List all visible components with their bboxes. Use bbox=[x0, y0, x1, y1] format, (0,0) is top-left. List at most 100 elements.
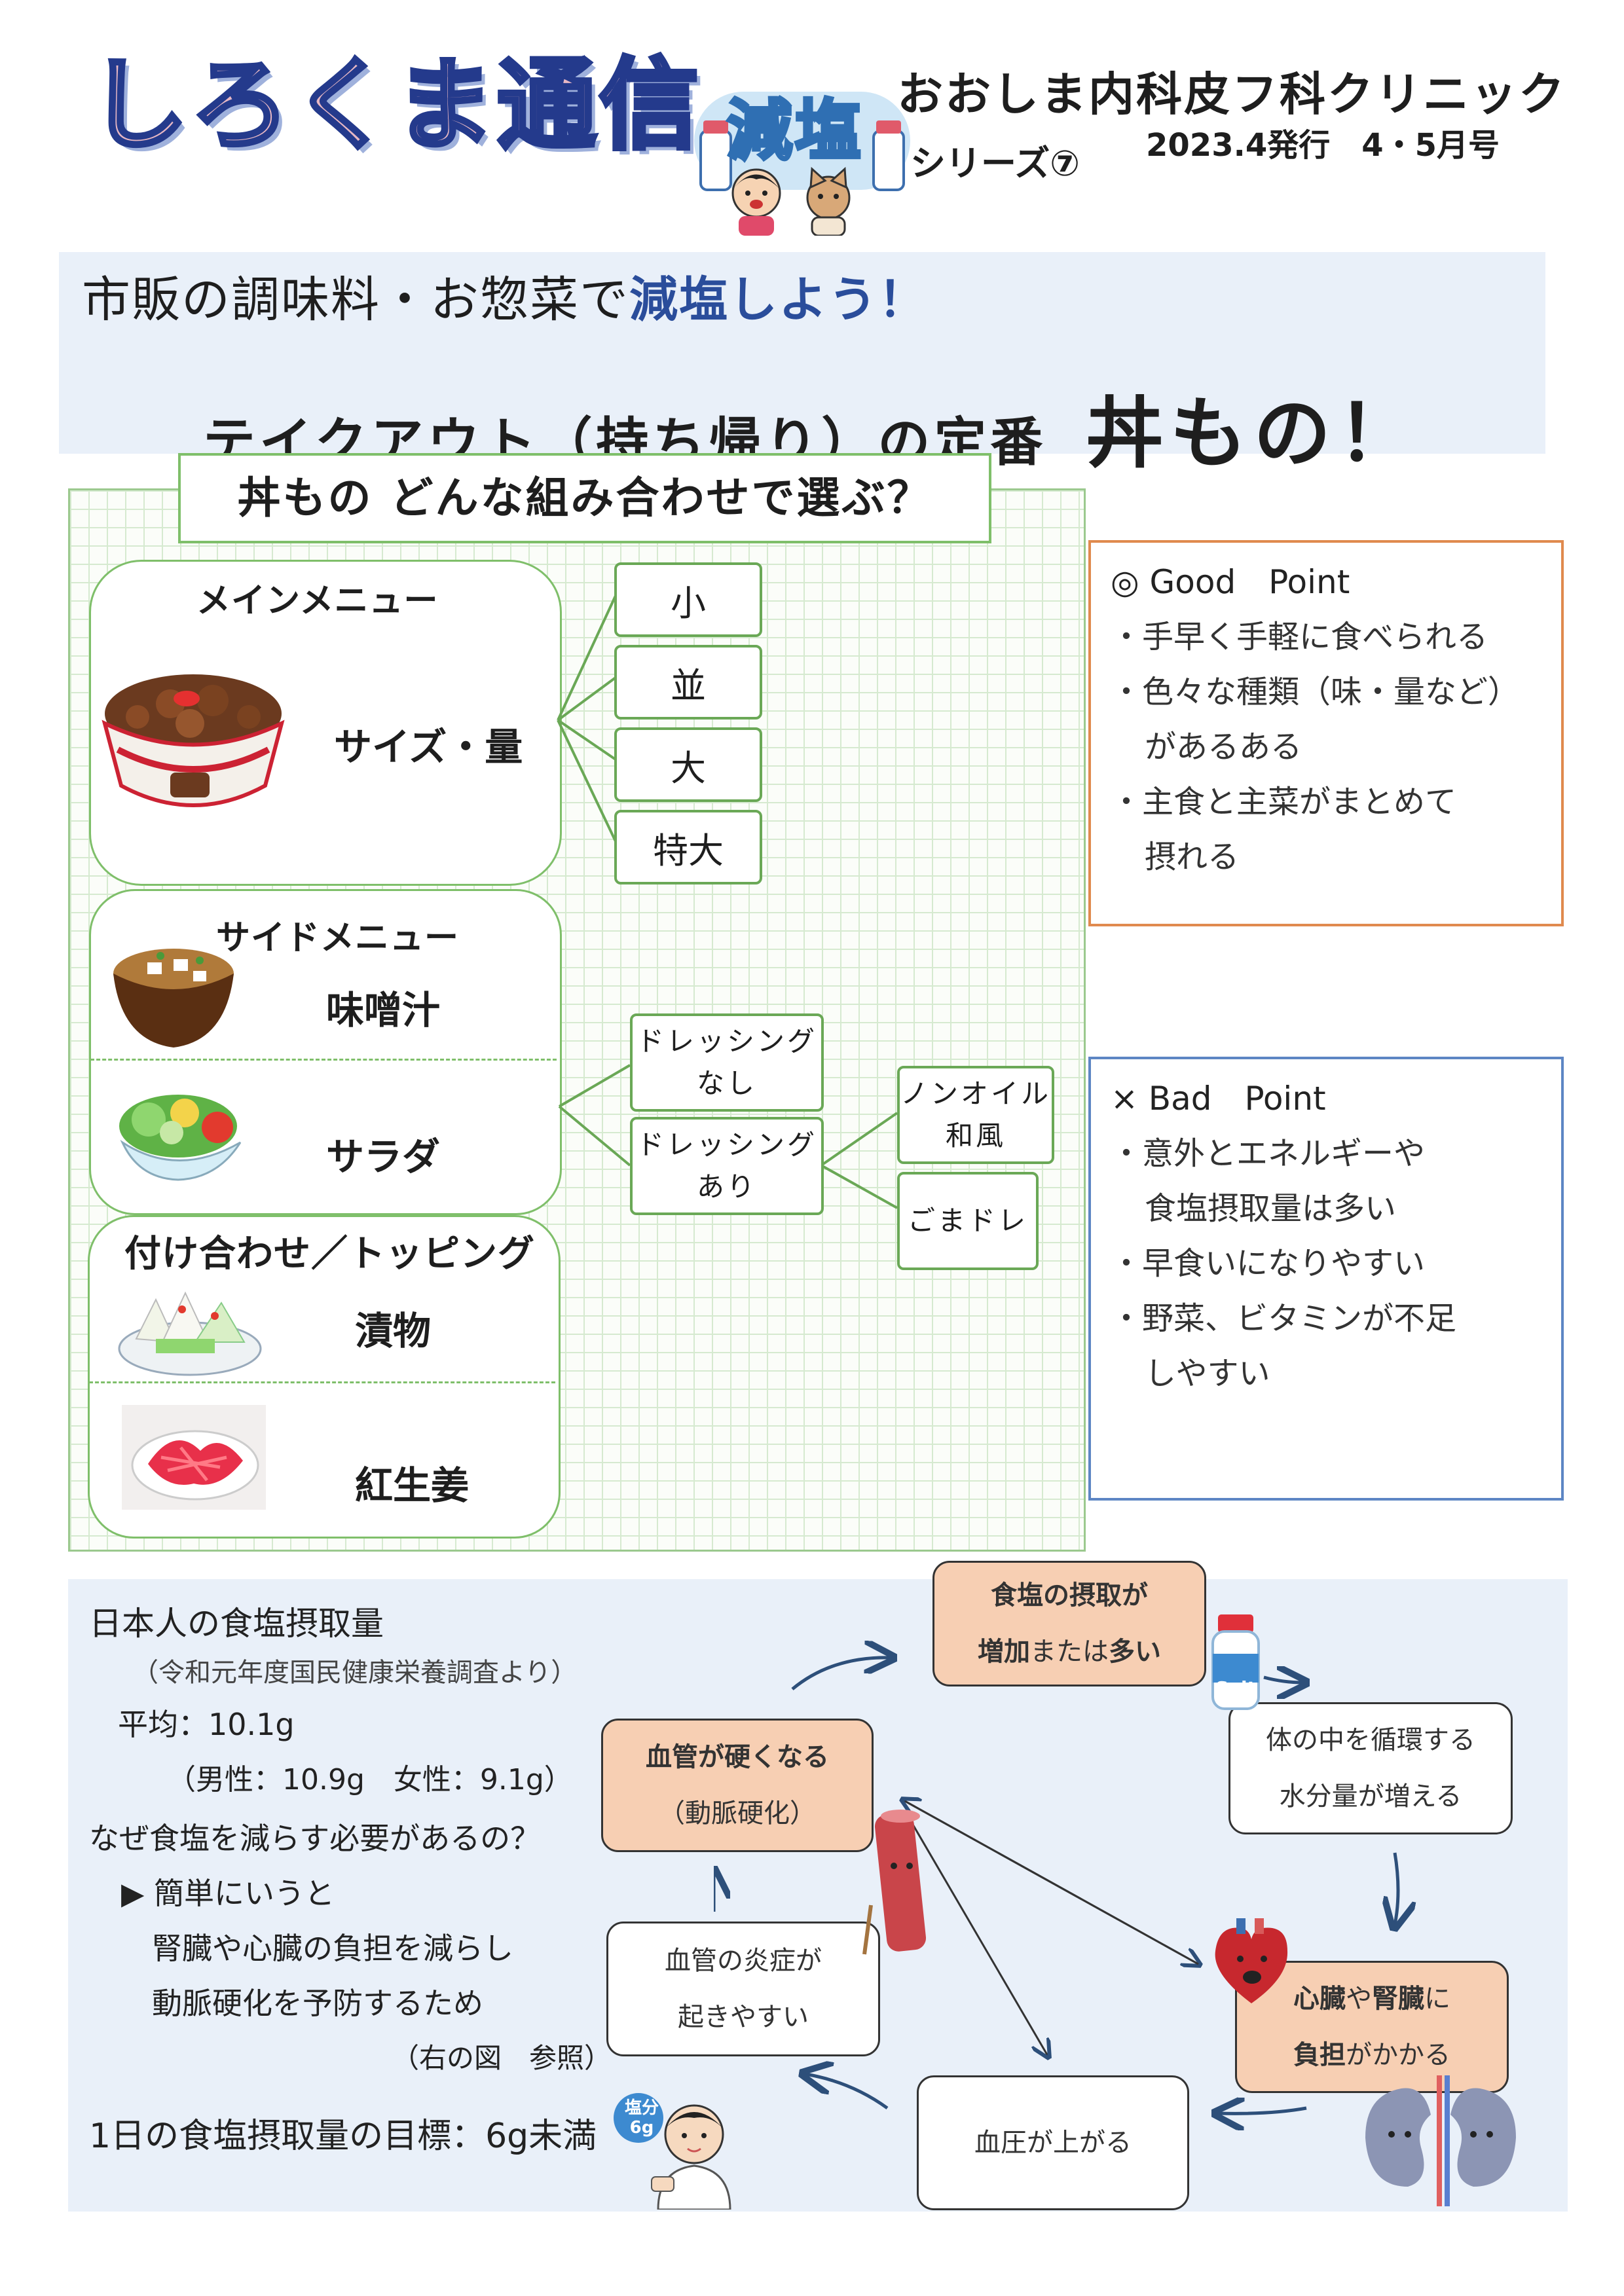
size-large-option[interactable]: 大 bbox=[614, 727, 762, 802]
flow-organ-and: や bbox=[1346, 1984, 1372, 2014]
doctor-icon bbox=[614, 2093, 731, 2210]
salt-bottles-icon bbox=[699, 120, 905, 191]
size-regular-option[interactable]: 並 bbox=[614, 645, 762, 720]
flow-water-volume-box: 体の中を循環する 水分量が増える bbox=[1228, 1702, 1513, 1834]
flow-organ-heart: 心臓 bbox=[1293, 1984, 1346, 2014]
salt-info-section bbox=[68, 1579, 1568, 2212]
bad-point-line: しやすい bbox=[1145, 1355, 1270, 1392]
size-small-option[interactable]: 小 bbox=[614, 562, 762, 637]
flow-inflammation-line2: 起きやすい bbox=[678, 2002, 809, 2032]
series-number: シリーズ⑦ bbox=[910, 143, 1080, 184]
bad-point-line: ・早食いになりやすい bbox=[1111, 1245, 1426, 1282]
good-point-line: ・手早く手軽に食べられる bbox=[1111, 619, 1488, 655]
flow-hard-line1: 血管が硬くなる bbox=[646, 1742, 829, 1772]
flow-inflammation-box: 血管の炎症が 起きやすい bbox=[606, 1922, 880, 2056]
flow-inflammation-line1: 血管の炎症が bbox=[665, 1946, 822, 1976]
gyudon-bowl-icon bbox=[101, 674, 285, 807]
dressing-nonoil-option[interactable]: ノンオイル 和風 bbox=[897, 1066, 1054, 1164]
title-band bbox=[59, 252, 1545, 454]
why-reduce-question: なぜ食塩を減らす必要があるの？ bbox=[89, 1821, 541, 1856]
title-line-1: 市販の調味料・お惣菜で減塩しよう！ bbox=[82, 261, 928, 331]
salt-shaker-icon bbox=[1211, 1614, 1260, 1710]
issue-date: 2023.4発行 4・5月号 bbox=[1146, 127, 1500, 164]
good-point-line: ・主食と主菜がまとめて bbox=[1111, 784, 1457, 820]
flow-organ-burden: 負担 bbox=[1293, 2040, 1346, 2070]
main-menu-title: メインメニュー bbox=[196, 581, 439, 621]
bad-point-line: ・意外とエネルギーや bbox=[1111, 1135, 1426, 1172]
why-reduce-answer-2: 腎臓や心臓の負担を減らし bbox=[152, 1931, 513, 1966]
dressing-none-option[interactable]: ドレッシング なし bbox=[630, 1013, 824, 1112]
salad-icon bbox=[119, 1095, 242, 1181]
bad-point-box: × Bad Point ・意外とエネルギーや 食塩摂取量は多い ・早食いになりや… bbox=[1088, 1057, 1564, 1501]
dressing-nonoil-label: ノンオイル 和風 bbox=[900, 1078, 1051, 1152]
flow-water-line2: 水分量が増える bbox=[1279, 1781, 1462, 1812]
main-size-label: サイズ・量 bbox=[334, 725, 523, 769]
flow-arteriosclerosis-box: 血管が硬くなる （動脈硬化） bbox=[601, 1719, 874, 1852]
bad-point-line: 食塩摂取量は多い bbox=[1145, 1190, 1397, 1227]
main-menu-panel bbox=[89, 560, 562, 886]
good-point-line: 摂れる bbox=[1145, 839, 1240, 875]
side-menu-divider bbox=[90, 1059, 557, 1061]
flow-organ-line1: 心臓や腎臓に bbox=[1237, 1971, 1507, 2027]
flow-salt-intake-increase: 増加 bbox=[978, 1637, 1030, 1667]
side-salad-label: サラダ bbox=[326, 1135, 441, 1179]
dressing-with-option[interactable]: ドレッシング あり bbox=[630, 1117, 824, 1215]
dressing-branch-lines bbox=[558, 1064, 898, 1209]
bad-point-line: ・野菜、ビタミンが不足 bbox=[1111, 1300, 1457, 1337]
flow-arrows bbox=[714, 1584, 1559, 2174]
size-extra-large-option[interactable]: 特大 bbox=[614, 810, 762, 884]
flow-water-line1: 体の中を循環する bbox=[1266, 1725, 1475, 1755]
topping-title: 付け合わせ／トッピング bbox=[124, 1233, 535, 1275]
genen-badge-text: 減塩 bbox=[726, 92, 863, 169]
flow-bp-line: 血圧が上がる bbox=[974, 2128, 1132, 2158]
why-reduce-answer-3: 動脈硬化を予防するため bbox=[152, 1986, 483, 2021]
flow-hard-line2: （動脈硬化） bbox=[659, 1798, 816, 1829]
blood-vessel-icon bbox=[862, 1810, 927, 1955]
flow-salt-intake-box: 食塩の摂取が 増加または多い bbox=[932, 1561, 1206, 1686]
title-line-1-text: 市販の調味料・お惣菜で bbox=[82, 272, 629, 328]
side-miso-label: 味噌汁 bbox=[326, 988, 441, 1032]
salt-6g-badge: 塩分6g bbox=[624, 2098, 659, 2138]
good-point-line: があるある bbox=[1145, 729, 1302, 765]
flow-organ-burden-box: 心臓や腎臓に 負担がかかる bbox=[1235, 1961, 1509, 2093]
daily-salt-goal: 1日の食塩摂取量の目標：6g未満 bbox=[89, 2117, 597, 2156]
flow-organ-applied: がかかる bbox=[1346, 2040, 1450, 2070]
good-point-heading: ◎ Good Point bbox=[1111, 563, 1350, 601]
topping-pickles-label: 漬物 bbox=[355, 1309, 432, 1353]
dressing-none-label: ドレッシング なし bbox=[636, 1025, 817, 1099]
kidneys-icon bbox=[1365, 2075, 1516, 2206]
heart-icon bbox=[1215, 1918, 1288, 2003]
size-branch-lines bbox=[557, 595, 617, 842]
flow-organ-ni: に bbox=[1424, 1984, 1450, 2014]
question-heading: 丼もの どんな組み合わせで選ぶ？ bbox=[178, 453, 991, 543]
title-donburi: 丼もの！ bbox=[1086, 388, 1422, 479]
flow-salt-intake-or: または bbox=[1030, 1637, 1109, 1667]
pickles-icon bbox=[118, 1291, 262, 1376]
topping-ginger-label: 紅生姜 bbox=[355, 1463, 470, 1508]
miso-soup-icon bbox=[113, 949, 234, 1048]
newsletter-logo: しろくま通信 bbox=[86, 47, 701, 163]
dressing-sesame-option[interactable]: ごまドレ bbox=[897, 1172, 1039, 1270]
topping-divider bbox=[89, 1381, 555, 1383]
title-highlight: 減塩しよう！ bbox=[629, 272, 928, 328]
salt-shaker-label: Salt bbox=[1215, 1677, 1257, 1699]
flow-salt-intake-line1: 食塩の摂取が bbox=[991, 1580, 1148, 1611]
dressing-sesame-label: ごまドレ bbox=[907, 1205, 1028, 1237]
why-reduce-answer-1: ▶ 簡単にいうと bbox=[121, 1876, 335, 1911]
clinic-name: おおしま内科皮フ科クリニック bbox=[897, 67, 1566, 121]
bad-point-heading: × Bad Point bbox=[1111, 1080, 1326, 1118]
flow-salt-intake-much: 多い bbox=[1109, 1637, 1161, 1667]
side-menu-title: サイドメニュー bbox=[216, 919, 460, 958]
good-point-line: ・色々な種類（味・量など） bbox=[1111, 674, 1520, 710]
good-point-box: ◎ Good Point ・手早く手軽に食べられる ・色々な種類（味・量など） … bbox=[1088, 540, 1564, 926]
flow-organ-kidney: 腎臓 bbox=[1372, 1984, 1424, 2014]
flow-salt-intake-line2: 増加または多い bbox=[934, 1624, 1204, 1680]
see-diagram-note: （右の図 参照） bbox=[392, 2042, 612, 2074]
salt-intake-title: 日本人の食塩摂取量 bbox=[89, 1605, 384, 1643]
salt-intake-average: 平均：10.1g bbox=[118, 1707, 295, 1742]
salt-intake-source: （令和元年度国民健康栄養調査より） bbox=[132, 1658, 578, 1688]
flow-organ-line2: 負担がかかる bbox=[1237, 2027, 1507, 2083]
boy-and-cat-icon bbox=[731, 166, 851, 236]
flow-blood-pressure-box: 血圧が上がる bbox=[917, 2075, 1189, 2210]
dressing-with-label: ドレッシング あり bbox=[636, 1129, 817, 1203]
